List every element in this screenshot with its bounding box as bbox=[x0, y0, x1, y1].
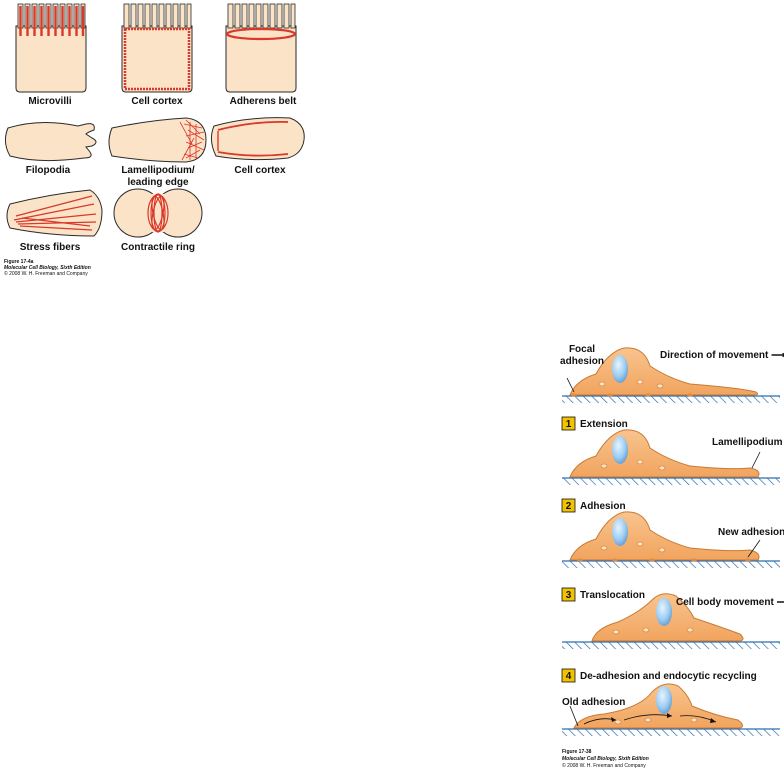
caption-b-book: Molecular Cell Biology, Sixth Edition bbox=[562, 756, 649, 762]
adherens-belt-cell bbox=[225, 3, 297, 93]
label-cell-body-movement: Cell body movement ⟶ bbox=[676, 597, 784, 608]
label-lamellipodium-b: Lamellipodium bbox=[712, 437, 783, 448]
step-4-title: De-adhesion and endocytic recycling bbox=[580, 671, 757, 682]
nucleus-4 bbox=[656, 686, 672, 714]
caption-a-book: Molecular Cell Biology, Sixth Edition bbox=[4, 265, 91, 271]
step-2-title: Adhesion bbox=[580, 501, 626, 512]
step-2-number: 2 bbox=[566, 501, 572, 512]
nucleus-0 bbox=[612, 355, 628, 383]
cell-cortex-top-cell bbox=[121, 3, 193, 93]
step-1-title: Extension bbox=[580, 419, 628, 430]
label-focal: Focal bbox=[569, 344, 595, 355]
step-3-number: 3 bbox=[566, 590, 572, 601]
label-cell-cortex-mid: Cell cortex bbox=[234, 165, 286, 176]
nucleus-1 bbox=[612, 436, 628, 464]
label-new-adhesion: New adhesion bbox=[718, 527, 784, 538]
label-microvilli: Microvilli bbox=[28, 96, 72, 107]
label-stress-fibers: Stress fibers bbox=[20, 242, 81, 253]
caption-a-copyright: © 2008 W. H. Freeman and Company bbox=[4, 270, 88, 277]
stage-initial bbox=[562, 347, 780, 403]
step-4-number: 4 bbox=[566, 671, 572, 682]
step-3-title: Translocation bbox=[580, 590, 645, 601]
caption-b-copyright: © 2008 W. H. Freeman and Company bbox=[562, 762, 646, 769]
label-contractile-ring: Contractile ring bbox=[121, 242, 195, 253]
label-adhesion: adhesion bbox=[560, 356, 604, 367]
stage-adhesion: 2 Adhesion bbox=[561, 498, 780, 568]
panel-a: Microvilli Cell cortex bbox=[4, 3, 305, 277]
step-1-number: 1 bbox=[566, 419, 572, 430]
contractile-ring-cell bbox=[113, 188, 203, 238]
label-adherens-belt: Adherens belt bbox=[230, 96, 297, 107]
nucleus-3 bbox=[656, 598, 672, 626]
lamellipodium-cell bbox=[108, 117, 207, 163]
stage-translocation: 3 Translocation bbox=[561, 587, 780, 649]
caption-a-figure: Figure 17-4a bbox=[4, 259, 34, 265]
label-cell-cortex-top: Cell cortex bbox=[131, 96, 183, 107]
label-direction: Direction of movement ⟶ bbox=[660, 350, 784, 361]
label-lamellipodium-line2: leading edge bbox=[127, 177, 189, 188]
label-lamellipodium-line1: Lamellipodium/ bbox=[121, 165, 195, 176]
stress-fibers-cell bbox=[6, 189, 103, 237]
filopodia-cell bbox=[4, 121, 97, 162]
panel-b: Focal adhesion Direction of movement ⟶ 1… bbox=[560, 344, 784, 769]
stage-extension: 1 Extension bbox=[561, 416, 780, 485]
caption-b-figure: Figure 17-38 bbox=[562, 749, 592, 755]
label-old-adhesion: Old adhesion bbox=[562, 697, 625, 708]
nucleus-2 bbox=[612, 518, 628, 546]
microvilli-cell bbox=[15, 3, 87, 93]
label-filopodia: Filopodia bbox=[26, 165, 71, 176]
cell-cortex-mid-cell bbox=[210, 117, 305, 161]
stage-de-adhesion: 4 De-adhesion and endocytic recycling bbox=[561, 668, 780, 736]
